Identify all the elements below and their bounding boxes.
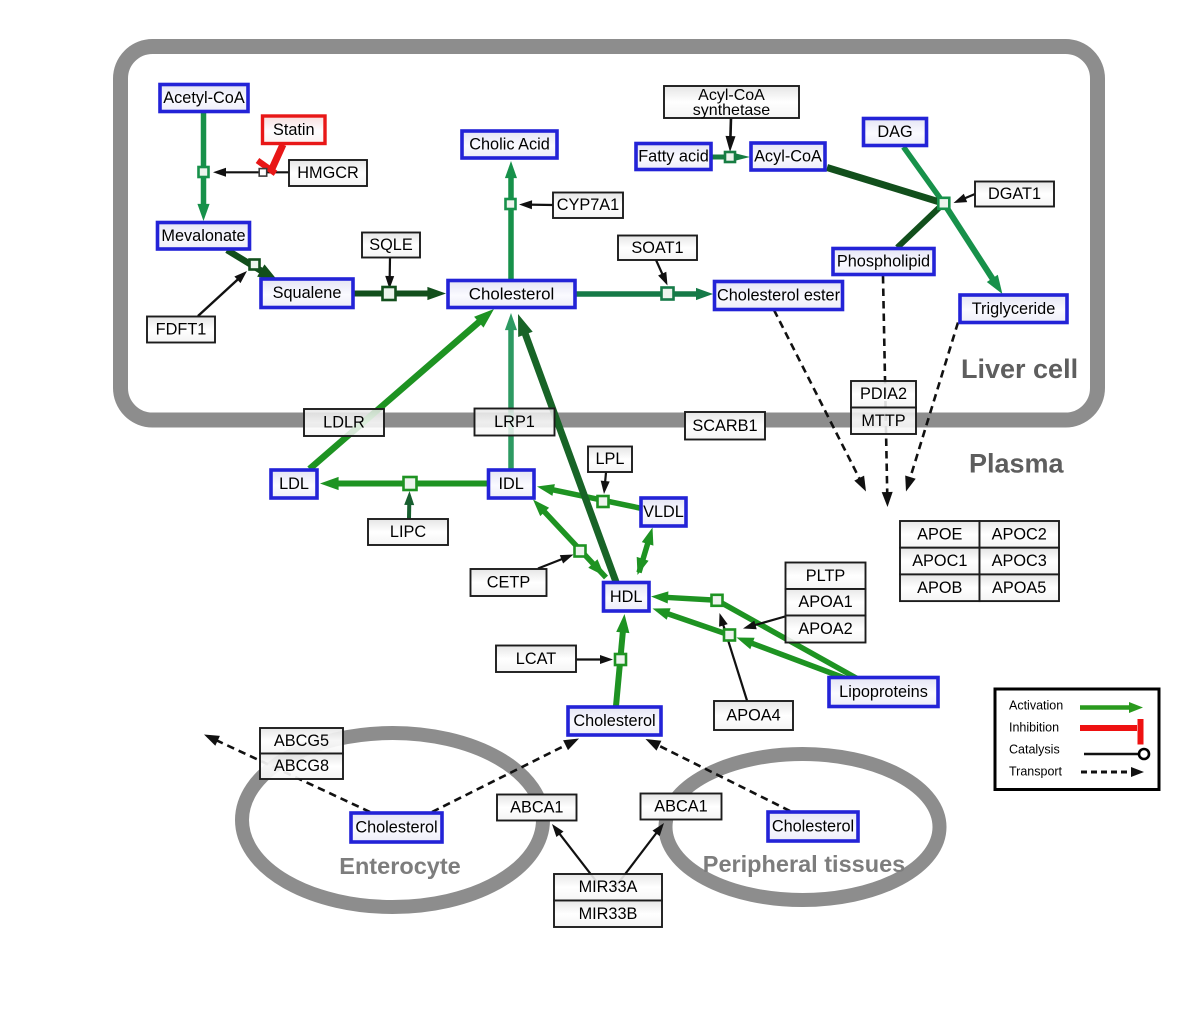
svg-text:HMGCR: HMGCR xyxy=(297,164,359,182)
svg-text:Mevalonate: Mevalonate xyxy=(161,227,245,245)
svg-text:LPL: LPL xyxy=(596,450,625,468)
svg-text:Catalysis: Catalysis xyxy=(1009,743,1060,757)
svg-text:Transport: Transport xyxy=(1009,765,1063,779)
svg-text:APOC3: APOC3 xyxy=(992,552,1047,570)
svg-text:Triglyceride: Triglyceride xyxy=(972,300,1056,318)
svg-text:SQLE: SQLE xyxy=(369,236,413,254)
svg-text:ABCA1: ABCA1 xyxy=(654,798,707,816)
svg-text:PLTP: PLTP xyxy=(806,567,846,585)
svg-text:ABCG5: ABCG5 xyxy=(274,732,329,750)
svg-text:LDL: LDL xyxy=(279,475,309,493)
svg-text:Cholesterol: Cholesterol xyxy=(772,818,854,836)
svg-text:Inhibition: Inhibition xyxy=(1009,721,1059,735)
svg-text:ABCA1: ABCA1 xyxy=(510,799,563,817)
svg-text:APOC1: APOC1 xyxy=(912,552,967,570)
svg-text:Statin: Statin xyxy=(273,121,315,139)
svg-text:Acyl-CoA: Acyl-CoA xyxy=(754,148,822,166)
svg-text:Cholesterol ester: Cholesterol ester xyxy=(717,287,841,305)
svg-text:HDL: HDL xyxy=(610,588,643,606)
svg-text:Cholesterol: Cholesterol xyxy=(355,819,437,837)
svg-text:PDIA2: PDIA2 xyxy=(860,385,907,403)
svg-text:APOE: APOE xyxy=(917,525,962,543)
svg-text:APOA4: APOA4 xyxy=(726,707,780,725)
svg-text:Squalene: Squalene xyxy=(273,284,342,302)
svg-text:FDFT1: FDFT1 xyxy=(156,321,207,339)
svg-text:Enterocyte: Enterocyte xyxy=(339,853,460,879)
svg-text:Lipoproteins: Lipoproteins xyxy=(839,683,928,701)
svg-text:LRP1: LRP1 xyxy=(494,413,535,431)
svg-text:ABCG8: ABCG8 xyxy=(274,757,329,775)
svg-text:APOB: APOB xyxy=(917,579,962,597)
svg-text:VLDL: VLDL xyxy=(643,503,684,521)
svg-text:CETP: CETP xyxy=(487,574,530,592)
svg-text:APOA5: APOA5 xyxy=(992,579,1046,597)
svg-text:Fatty acid: Fatty acid xyxy=(638,148,709,166)
svg-text:Activation: Activation xyxy=(1009,699,1063,713)
svg-text:Cholesterol: Cholesterol xyxy=(573,712,655,730)
svg-text:APOA2: APOA2 xyxy=(798,620,852,638)
svg-text:DGAT1: DGAT1 xyxy=(988,185,1041,203)
svg-text:APOA1: APOA1 xyxy=(798,593,852,611)
svg-text:LDLR: LDLR xyxy=(323,414,365,432)
svg-text:Liver cell: Liver cell xyxy=(961,354,1078,384)
svg-text:APOC2: APOC2 xyxy=(992,525,1047,543)
svg-text:LCAT: LCAT xyxy=(516,650,556,668)
svg-text:Cholic Acid: Cholic Acid xyxy=(469,136,550,154)
svg-text:Cholesterol: Cholesterol xyxy=(469,285,554,304)
svg-text:MTTP: MTTP xyxy=(861,412,905,430)
svg-text:CYP7A1: CYP7A1 xyxy=(557,196,619,214)
svg-text:SOAT1: SOAT1 xyxy=(631,239,683,257)
svg-text:Plasma: Plasma xyxy=(969,449,1065,479)
svg-text:Phospholipid: Phospholipid xyxy=(837,253,930,271)
svg-text:LIPC: LIPC xyxy=(390,523,426,541)
svg-text:MIR33B: MIR33B xyxy=(579,905,638,923)
svg-text:synthetase: synthetase xyxy=(693,102,770,119)
svg-text:Peripheral tissues: Peripheral tissues xyxy=(703,851,905,877)
svg-text:Acetyl-CoA: Acetyl-CoA xyxy=(163,89,245,107)
svg-text:IDL: IDL xyxy=(499,475,524,493)
svg-text:Acyl-CoA: Acyl-CoA xyxy=(698,87,765,104)
svg-text:MIR33A: MIR33A xyxy=(579,878,638,896)
svg-text:SCARB1: SCARB1 xyxy=(692,417,757,435)
svg-text:DAG: DAG xyxy=(877,123,912,141)
